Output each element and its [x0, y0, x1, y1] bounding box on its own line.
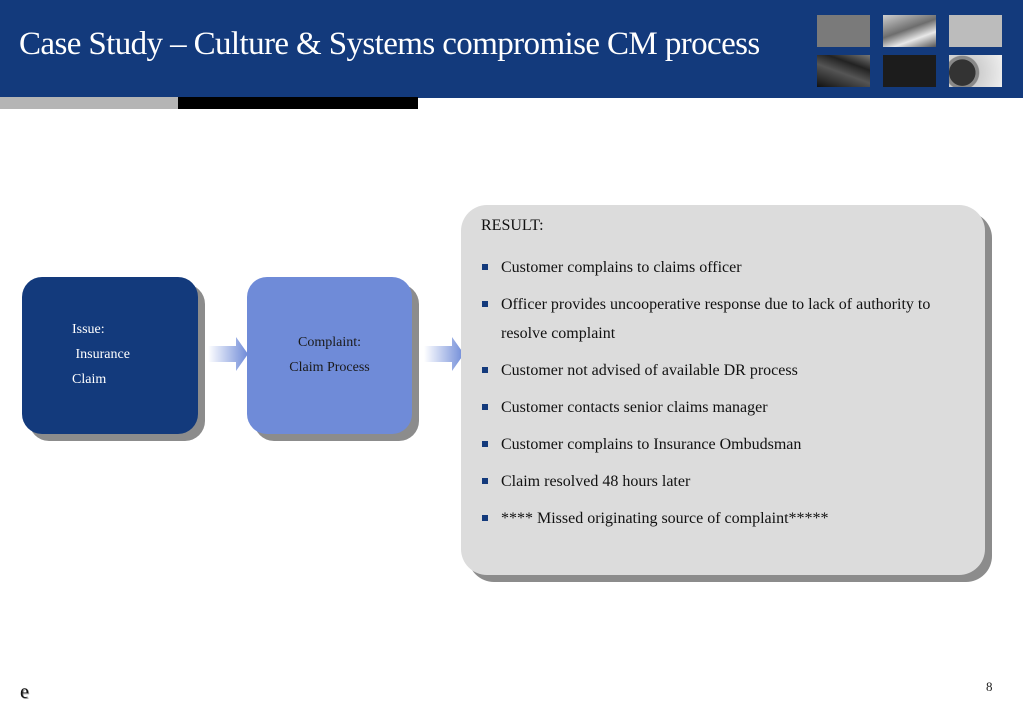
result-item-text: Customer complains to Insurance Ombudsma…: [501, 436, 802, 453]
header-accent-bar-black: [178, 97, 418, 109]
result-box: RESULT: Customer complains to claims off…: [461, 205, 985, 575]
result-list-item: **** Missed originating source of compla…: [481, 504, 961, 533]
square-bullet-icon: [482, 264, 488, 270]
header-photo-tile: [883, 55, 936, 87]
header-photo-tile: [949, 15, 1002, 47]
result-list-item: Customer contacts senior claims manager: [481, 393, 961, 422]
header-photo-tile: [949, 55, 1002, 87]
result-list-item: Customer not advised of available DR pro…: [481, 356, 961, 385]
square-bullet-icon: [482, 441, 488, 447]
page-number: 8: [986, 679, 993, 694]
result-item-text: Officer provides uncooperative response …: [501, 296, 931, 342]
result-list-item: Claim resolved 48 hours later: [481, 467, 961, 496]
header-divider-line: [418, 97, 1023, 98]
result-list-item: Customer complains to Insurance Ombudsma…: [481, 430, 961, 459]
complaint-box: Complaint: Claim Process: [247, 277, 412, 434]
square-bullet-icon: [482, 404, 488, 410]
header-photo-tile: [883, 15, 936, 47]
flow-arrow-icon: [424, 337, 464, 371]
result-item-text: Claim resolved 48 hours later: [501, 473, 691, 490]
square-bullet-icon: [482, 367, 488, 373]
result-heading: RESULT:: [481, 217, 544, 234]
square-bullet-icon: [482, 478, 488, 484]
result-list: Customer complains to claims officer Off…: [481, 253, 961, 541]
header-photo-tile: [817, 55, 870, 87]
slide-header: Case Study – Culture & Systems compromis…: [0, 0, 1023, 97]
result-item-text: Customer complains to claims officer: [501, 259, 742, 276]
header-accent-bar-gray: [0, 97, 178, 109]
slide-title: Case Study – Culture & Systems compromis…: [19, 26, 760, 62]
company-logo: e: [20, 681, 29, 703]
flow-arrow-icon: [208, 337, 248, 371]
header-photo-tile: [817, 15, 870, 47]
result-item-text: Customer contacts senior claims manager: [501, 399, 768, 416]
issue-box: Issue: Insurance Claim: [22, 277, 198, 434]
result-item-text: Customer not advised of available DR pro…: [501, 362, 798, 379]
result-list-item: Customer complains to claims officer: [481, 253, 961, 282]
result-item-text: **** Missed originating source of compla…: [501, 510, 829, 527]
issue-box-text: Issue: Insurance Claim: [72, 322, 130, 387]
result-list-item: Officer provides uncooperative response …: [481, 290, 961, 348]
square-bullet-icon: [482, 515, 488, 521]
complaint-box-text: Complaint: Claim Process: [289, 335, 370, 375]
square-bullet-icon: [482, 301, 488, 307]
